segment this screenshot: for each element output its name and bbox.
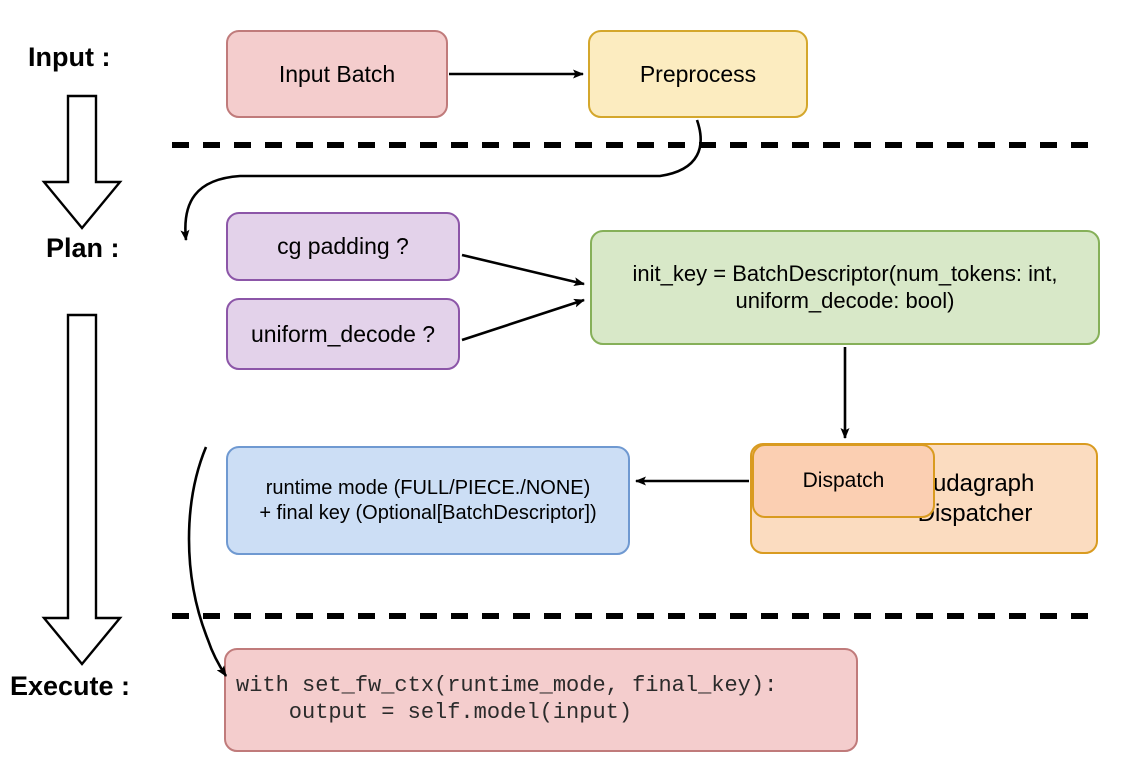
- stage-label-plan: Plan :: [46, 233, 120, 263]
- node-cg-padding-label: cg padding ?: [277, 233, 409, 260]
- node-dispatch-label: Dispatch: [802, 469, 885, 493]
- node-dispatch[interactable]: Dispatch: [752, 444, 935, 518]
- block-arrow-plan-to-execute: [41, 313, 123, 666]
- node-uniform-decode[interactable]: uniform_decode ?: [226, 298, 460, 370]
- arrow-uniform-decode-to-init-key: [461, 298, 585, 342]
- node-cudagraph-dispatcher-line1: Cudagraph: [915, 470, 1035, 498]
- node-runtime-mode-line1: runtime mode (FULL/PIECE./NONE): [265, 477, 591, 500]
- node-preprocess-label: Preprocess: [639, 60, 757, 87]
- node-execute-code-line1: with set_fw_ctx(runtime_mode, final_key)…: [236, 673, 778, 699]
- node-input-batch-label: Input Batch: [278, 60, 396, 87]
- node-execute-code[interactable]: with set_fw_ctx(runtime_mode, final_key)…: [224, 648, 858, 752]
- node-uniform-decode-label: uniform_decode ?: [250, 320, 436, 347]
- stage-label-execute: Execute :: [10, 671, 131, 701]
- node-runtime-mode[interactable]: runtime mode (FULL/PIECE./NONE) + final …: [226, 446, 630, 555]
- node-preprocess[interactable]: Preprocess: [588, 30, 808, 118]
- node-init-key[interactable]: init_key = BatchDescriptor(num_tokens: i…: [590, 230, 1100, 345]
- node-init-key-line1: init_key = BatchDescriptor(num_tokens: i…: [632, 260, 1058, 286]
- arrow-cg-padding-to-init-key: [461, 253, 585, 287]
- arrow-runtime-mode-to-execute-code: [187, 446, 228, 677]
- node-cudagraph-dispatcher-line2: Dispatcher: [917, 499, 1033, 527]
- node-input-batch[interactable]: Input Batch: [226, 30, 448, 118]
- stage-label-input: Input :: [28, 42, 111, 72]
- node-runtime-mode-line2: + final key (Optional[BatchDescriptor]): [259, 501, 597, 524]
- block-arrow-input-to-plan: [41, 94, 123, 230]
- node-cg-padding[interactable]: cg padding ?: [226, 212, 460, 281]
- node-init-key-line2: uniform_decode: bool): [735, 287, 955, 313]
- node-execute-code-line2: output = self.model(input): [236, 700, 633, 725]
